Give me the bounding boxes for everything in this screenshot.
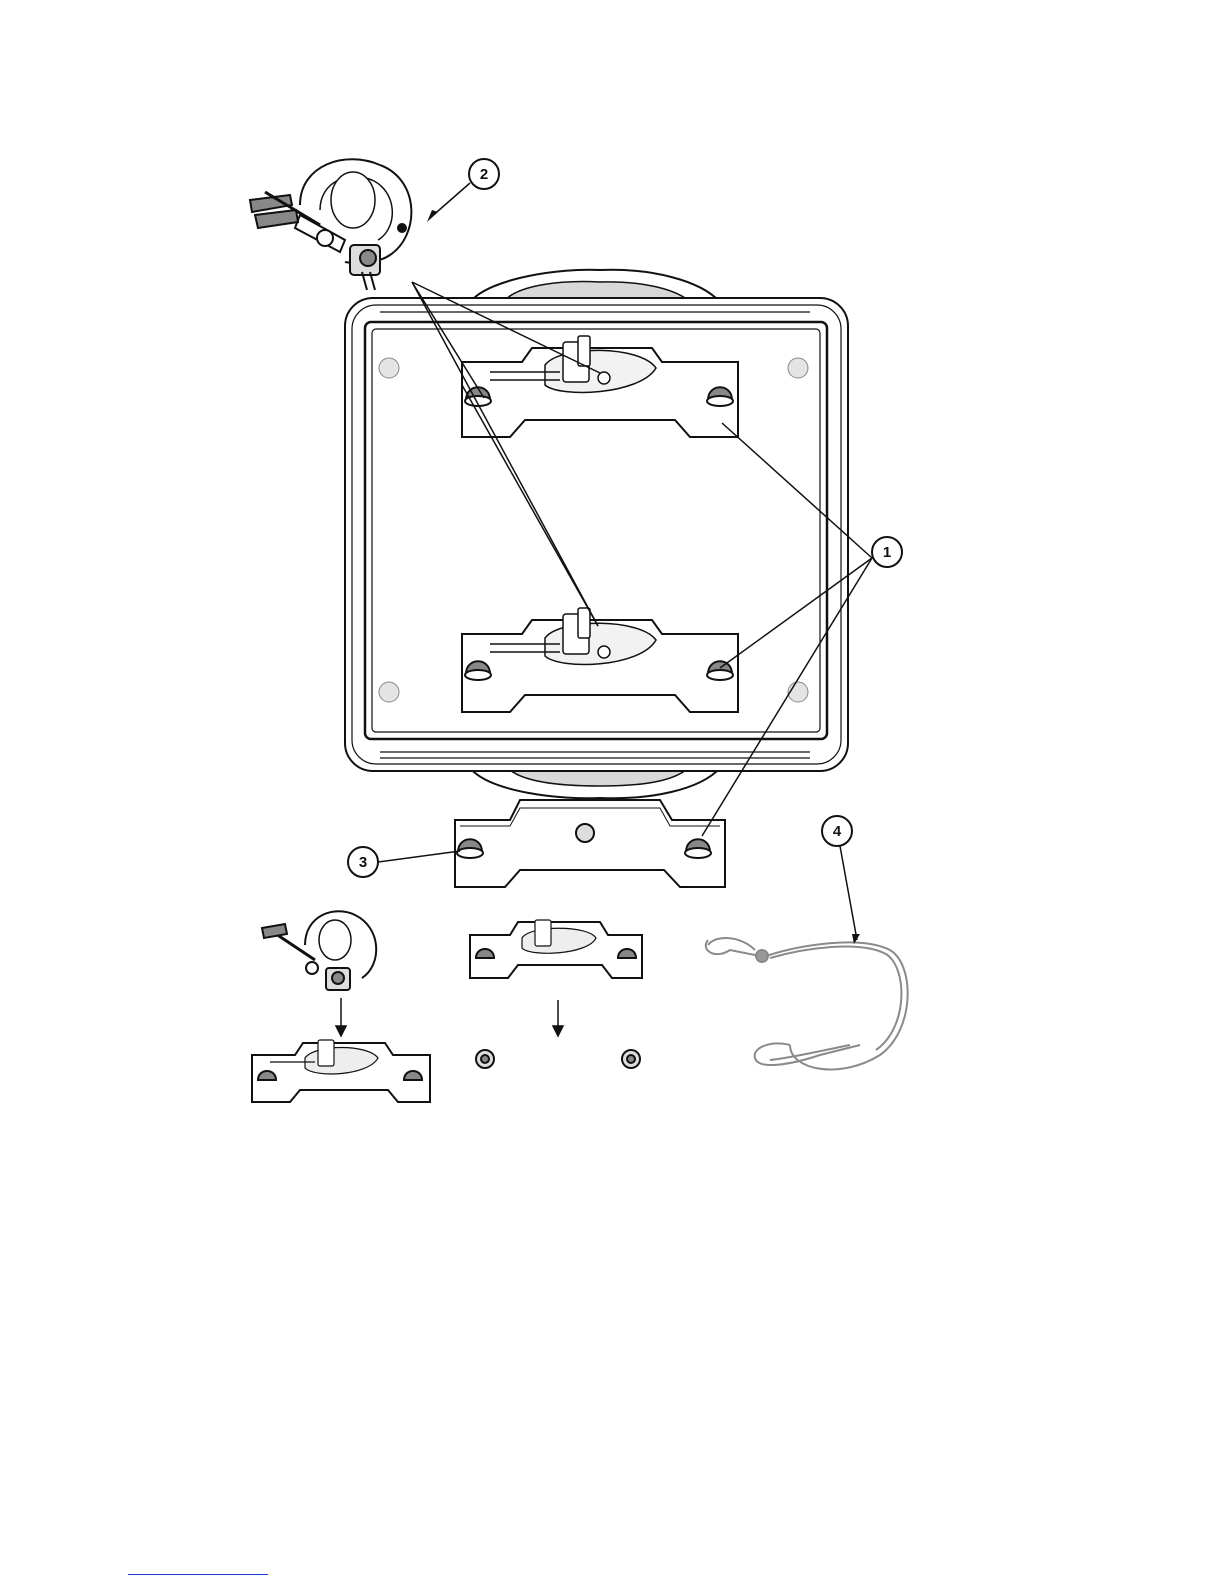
clamp-icon — [270, 911, 376, 990]
callout-3: 3 — [348, 847, 378, 877]
wing-nut-icon — [465, 661, 491, 680]
callout-label-3: 3 — [359, 854, 367, 871]
safety-cable-icon — [706, 938, 908, 1069]
wing-nut-icon — [457, 839, 483, 858]
wing-nut-icon — [262, 924, 287, 938]
wing-nut-icon — [404, 1071, 422, 1080]
callout-label-4: 4 — [833, 823, 842, 840]
omega-bracket-center — [470, 920, 642, 978]
callout-label-1: 1 — [883, 544, 891, 561]
clamp-bottom-left — [262, 911, 376, 990]
wing-nut-icon — [707, 387, 733, 406]
footnote-separator — [128, 1574, 268, 1575]
wing-nut-icon — [258, 1071, 276, 1080]
clamp-icon — [295, 159, 411, 290]
assembly-arrow-center — [553, 1000, 563, 1036]
clamp-top-left — [250, 159, 411, 290]
callout-1: 1 — [872, 537, 902, 567]
wing-nut-icon — [685, 839, 711, 858]
omega-bracket-with-clamp — [252, 1040, 430, 1102]
callout-2: 2 — [469, 159, 499, 189]
wing-nut-icon — [476, 949, 494, 958]
assembly-arrow-left — [336, 998, 346, 1036]
wing-nut-icon — [618, 949, 636, 958]
washer-icon — [476, 1050, 494, 1068]
omega-bracket-loose — [455, 800, 725, 887]
callout-4: 4 — [822, 816, 852, 846]
callout-label-2: 2 — [480, 166, 488, 183]
wing-nut-icon — [707, 661, 733, 680]
washer-icon — [622, 1050, 640, 1068]
